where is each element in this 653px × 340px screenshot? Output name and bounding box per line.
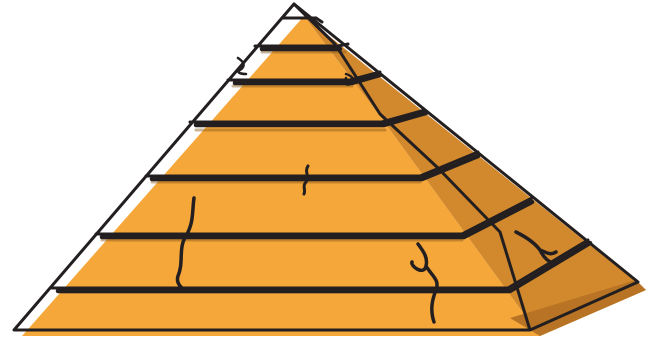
side-block-line-2 <box>338 44 348 46</box>
